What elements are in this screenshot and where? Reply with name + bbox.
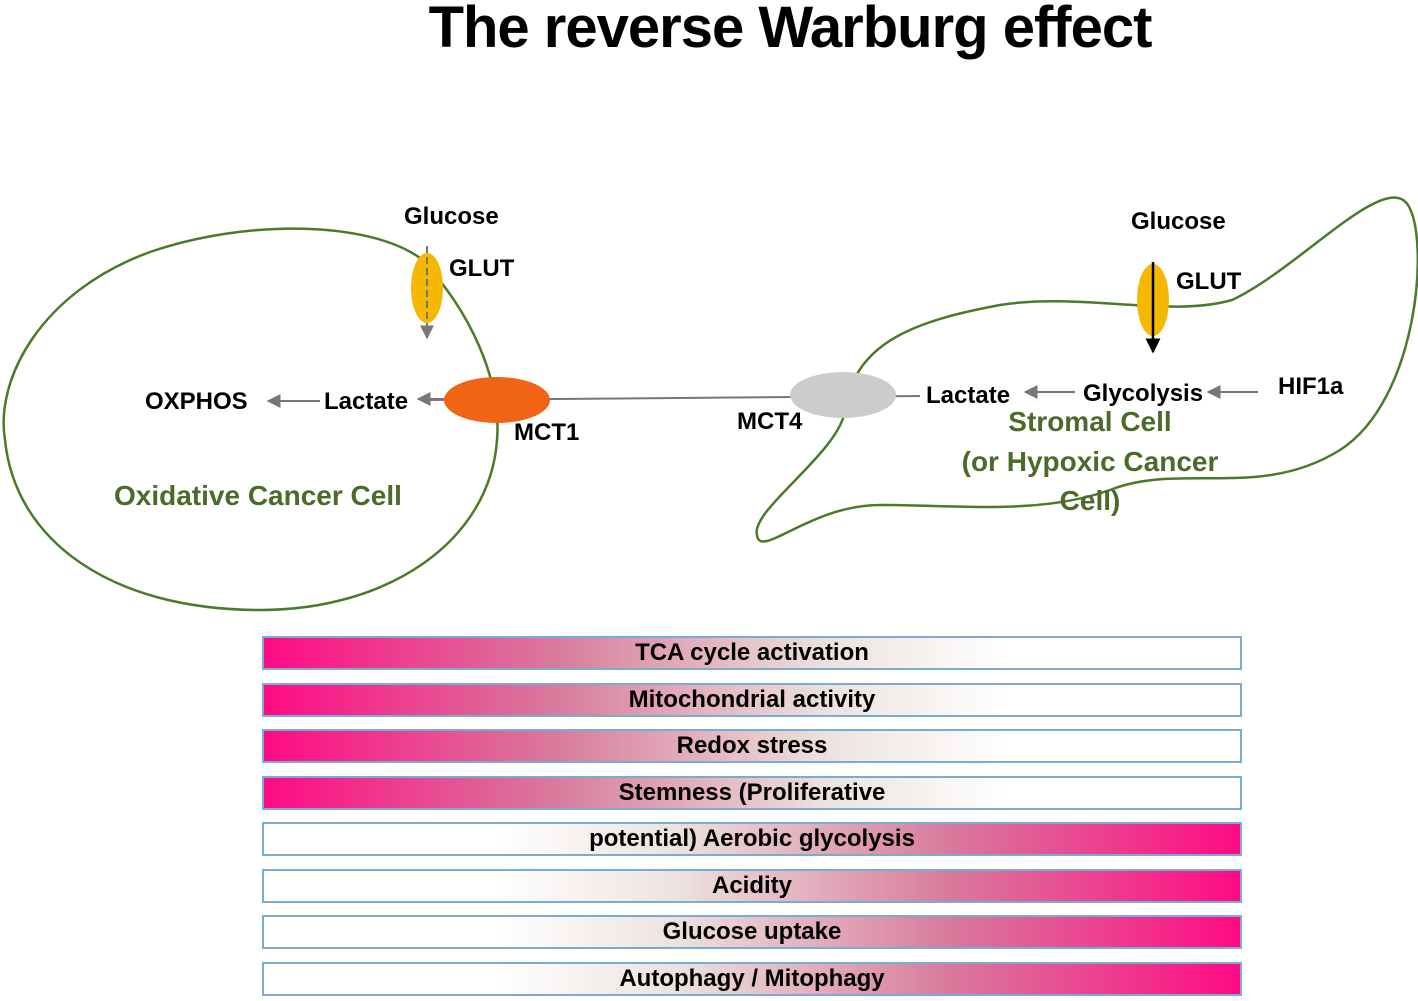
- mct1-label: MCT1: [514, 419, 579, 446]
- bar-tca-cycle-activation: TCA cycle activation: [262, 636, 1242, 670]
- bar-acidity: Acidity: [262, 869, 1242, 903]
- bar-glucose-uptake: Glucose uptake: [262, 915, 1242, 949]
- bar-redox-stress: Redox stress: [262, 729, 1242, 763]
- oxphos-label: OXPHOS: [145, 388, 248, 415]
- mct4-transporter: [790, 372, 896, 418]
- hif1a-label: HIF1a: [1278, 373, 1344, 400]
- mct4-label: MCT4: [737, 408, 803, 435]
- mct1-transporter: [444, 377, 550, 423]
- lactate-right-label: Lactate: [926, 382, 1010, 409]
- glycolysis-label: Glycolysis: [1083, 380, 1203, 407]
- stromal-cell-label-line2: (or Hypoxic Cancer: [962, 446, 1219, 477]
- bar-stemness: Stemness (Proliferative: [262, 776, 1242, 810]
- glucose-right-label: Glucose: [1131, 208, 1226, 235]
- glucose-left-label: Glucose: [404, 203, 499, 230]
- bar-mitochondrial-activity: Mitochondrial activity: [262, 683, 1242, 717]
- lactate-left-label: Lactate: [324, 388, 408, 415]
- oxidative-cell-outline: [2, 227, 499, 612]
- page-title: The reverse Warburg effect: [428, 0, 1153, 60]
- oxidative-cell-label: Oxidative Cancer Cell: [114, 480, 402, 511]
- stromal-cell-label-line1: Stromal Cell: [1008, 406, 1171, 437]
- stromal-cell-label-line3: Cell): [1060, 485, 1121, 516]
- bar-autophagy-mitophagy: Autophagy / Mitophagy: [262, 962, 1242, 996]
- glut-left-transporter: [411, 253, 443, 323]
- glut-left-label: GLUT: [449, 255, 515, 282]
- diagram-canvas: Glucose GLUT OXPHOS Lactate MCT1 Oxidati…: [2, 196, 1418, 612]
- bar-aerobic-glycolysis: potential) Aerobic glycolysis: [262, 822, 1242, 856]
- glut-right-label: GLUT: [1176, 268, 1242, 295]
